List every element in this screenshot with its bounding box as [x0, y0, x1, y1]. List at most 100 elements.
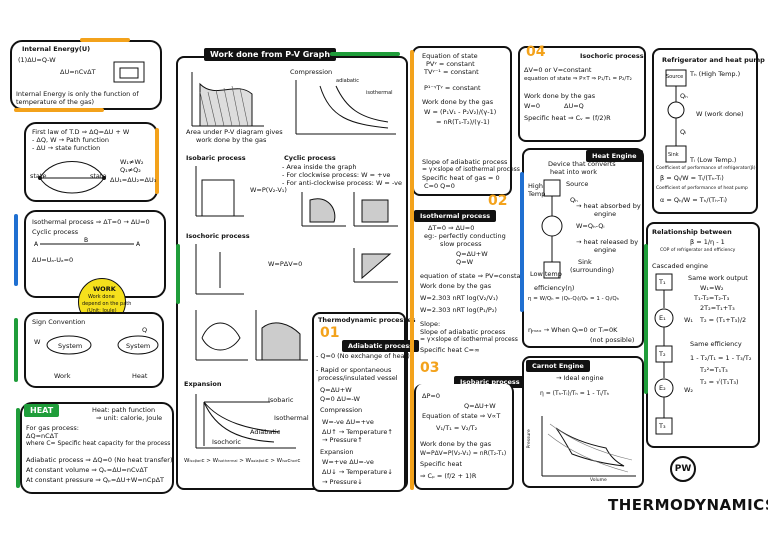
- same-work-line-2: T₁-T₂=T₂-T₃: [694, 294, 730, 302]
- refrigerator-line-1: Coefficient of performance of refrigerat…: [656, 166, 756, 171]
- refrigerator-line-4: α = Qₕ/W = Tₕ/(Tₕ-Tₗ): [660, 196, 728, 204]
- work-badge-line-2: depend on the path: [82, 301, 132, 307]
- isothermal-line-2: eg:- perfectly conducting: [424, 232, 506, 240]
- pv-isothermal-label: isothermal: [366, 90, 393, 96]
- pv-isobaric-graph: [195, 166, 244, 217]
- adiabatic-line-10: Expansion: [320, 448, 354, 456]
- relationship-accent: [644, 244, 648, 394]
- same-work-line-3: 2T₂=T₁+T₃: [700, 304, 735, 312]
- adiabatic-line-4: Q=ΔU+W: [320, 386, 352, 394]
- same-efficiency-line-1: 1 - T₂/T₁ = 1 - T₃/T₂: [690, 354, 752, 362]
- isothermal-line-4: Q=ΔU+W: [456, 250, 488, 258]
- isobaric-line-8: ⇒ Cₚ = (f/2 + 1)R: [420, 472, 477, 480]
- isothermal-line-5: Q=W: [456, 258, 473, 266]
- pv-cyclic-graph-2: [353, 192, 398, 227]
- refrigerator-th: Tₕ (High Temp.): [690, 70, 741, 78]
- isochoric-line-1: ΔV=0 or V=constant: [524, 66, 592, 74]
- svg-text:B: B: [84, 237, 88, 244]
- same-efficiency-line-2: T₂²=T₁T₃: [700, 366, 728, 374]
- first-law-line-2: - ΔQ, W → Path function: [32, 136, 110, 144]
- heat-line-1: Heat: path function: [92, 406, 156, 414]
- work-badge-line-1: Work done: [88, 294, 115, 300]
- heat-engine-line-4: engine: [594, 210, 617, 218]
- thermo-processes-title: Thermodynamic processes: [318, 316, 416, 324]
- adiabatic-line-3: process/insulated vessel: [318, 374, 398, 382]
- cyclic-diagram: A B A: [34, 237, 141, 248]
- isobaric-line-5: Work done by the gas: [420, 440, 492, 448]
- carnot-axis-v: Volume: [590, 478, 607, 483]
- adiabatic-detail-7: = nR(T₁-T₂)/(γ-1): [436, 118, 490, 126]
- relationship-box: [646, 222, 760, 448]
- internal-energy-sketch: [113, 61, 145, 83]
- adiabatic-detail-11: C=0 Q=0: [424, 182, 455, 190]
- first-law-state-1: state: [30, 172, 47, 180]
- carnot-line-1: → Ideal engine: [556, 374, 604, 382]
- cascaded-t3: T₃: [659, 422, 666, 430]
- pv-cyclic-title: Cyclic process: [284, 154, 336, 162]
- pv-compression-graph: [295, 80, 396, 135]
- adiabatic-detail-4: P¹⁻ᵞTᵞ = constant: [424, 84, 481, 92]
- heat-engine-line-2: heat into work: [550, 168, 597, 176]
- pv-expansion-label: Expansion: [184, 380, 222, 388]
- isothermal-line-8: W=2.303 nRT log(V₂/V₁): [420, 294, 499, 302]
- cascaded-t1: T₁: [659, 278, 666, 286]
- pw-logo: PW: [670, 456, 696, 482]
- refrigerator-line-3: Coefficient of performance of heat pump: [656, 186, 748, 191]
- isothermal-line-13: Specific heat C=∞: [420, 346, 480, 354]
- heat-engine-eff: efficiency(η): [534, 284, 575, 292]
- adiabatic-line-1: - Q=0 (No exchange of heat): [316, 352, 410, 360]
- cascaded-engine-diagram: [654, 273, 674, 435]
- adiabatic-process-tag: Adiabatic process: [342, 340, 420, 352]
- first-law-state-2: state: [90, 172, 107, 180]
- carnot-tag: Carnot Engine: [526, 360, 590, 372]
- pv-area-note-2: work done by the gas: [196, 136, 267, 144]
- heat-line-2: ⇒ unit: calorie, Joule: [96, 414, 163, 422]
- pv-isochoric-graph: [195, 244, 244, 295]
- isochoric-line-5: ΔU=Q: [564, 102, 584, 110]
- adiabatic-detail-1: Equation of state: [422, 52, 478, 60]
- isothermal-process-tag: Isothermal process: [414, 210, 497, 222]
- internal-energy-formula-1: (1)ΔU=Q-W: [18, 56, 56, 64]
- pv-adiabatic-label: adiabatic: [336, 78, 360, 84]
- first-law-line-3: - ΔU → state function: [32, 144, 101, 152]
- heat-engine-qh: Qₕ: [570, 196, 578, 204]
- heat-line-6: Adiabatic process ⇒ ΔQ=0 (No heat transf…: [26, 456, 173, 464]
- carnot-cycle-graph: [541, 416, 636, 477]
- isothermal-line-10: Slope:: [420, 320, 441, 328]
- relationship-line-2: COP of refrigerator and efficiency: [660, 248, 736, 253]
- pv-area-note-1: Area under P-V diagram gives: [186, 128, 283, 136]
- heat-engine-surround: (surrounding): [570, 266, 615, 274]
- sign-left-system-label: System: [58, 342, 83, 350]
- adiabatic-line-12: ΔU↓ → Temperature↓: [322, 468, 393, 476]
- heat-engine-accent: [520, 172, 524, 312]
- first-law-path-diagram: [38, 161, 106, 194]
- cyclic-line-1: Isothermal process ⇒ ΔT=0 → ΔU=0: [32, 218, 150, 226]
- work-badge-title: WORK: [93, 285, 116, 293]
- pv-cyclic-graph-3: [353, 248, 398, 283]
- pv-area-graph: [191, 72, 264, 127]
- relationship-title: Relationship between: [652, 228, 732, 236]
- heat-engine-eff-max: ηₘₐₓ → When Qₗ=0 or Tₗ=0K: [528, 326, 618, 334]
- sign-heat: Heat: [132, 372, 148, 380]
- pv-adiabatic-curve-label: Adiabatic: [250, 428, 281, 436]
- adiabatic-detail-5: Work done by the gas: [422, 98, 494, 106]
- pv-expansion-graph: [195, 394, 296, 449]
- pv-compression-label: Compression: [290, 68, 333, 76]
- process-number-03: 03: [420, 360, 440, 376]
- adiabatic-detail-9: = γ×slope of isothermal process: [422, 166, 520, 173]
- sign-accent: [14, 318, 18, 382]
- svg-text:A: A: [34, 241, 39, 248]
- isothermal-line-3: slow process: [440, 240, 482, 248]
- pv-cyclic-graph-1: [301, 192, 346, 227]
- adiabatic-line-9: → Pressure↑: [322, 436, 363, 444]
- cascaded-e2: E₂: [659, 384, 666, 392]
- internal-energy-accent-top: [80, 38, 130, 42]
- pv-accent-left: [176, 244, 180, 304]
- heat-engine-source: Source: [566, 180, 589, 188]
- internal-energy-note-2: temperature of the gas): [16, 98, 95, 106]
- adiabatic-detail-2: PVᵞ = constant: [426, 60, 475, 68]
- pv-accent-top: [330, 52, 400, 56]
- relationship-line-1: β = 1/η - 1: [690, 238, 725, 246]
- carnot-axis-p: Pressure: [526, 429, 532, 449]
- refrigerator-line-2: β = Qₗ/W = Tₗ/(Tₕ-Tₗ): [660, 174, 724, 182]
